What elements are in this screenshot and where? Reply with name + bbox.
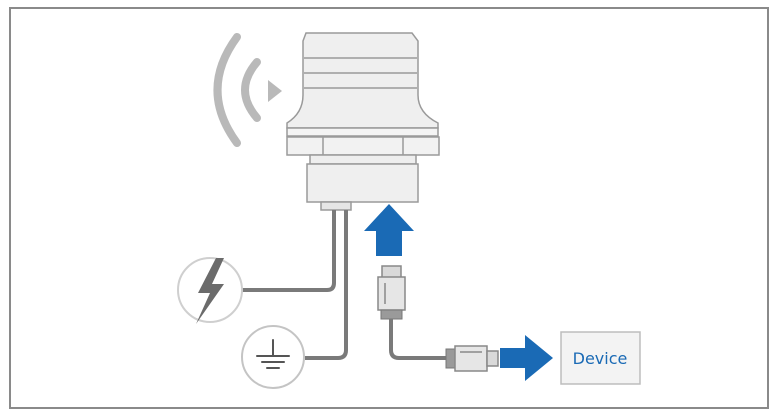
hplug-tip (486, 350, 499, 367)
antenna-dome (286, 32, 439, 129)
plug-body (377, 276, 406, 311)
network-plug-horizontal-icon (445, 345, 499, 372)
signal-source-dot (268, 80, 282, 102)
device-label: Device (573, 349, 628, 368)
lower-collar (309, 154, 417, 165)
cable-gland (320, 201, 352, 211)
lightning-bolt (196, 258, 224, 324)
plug-boot (380, 309, 403, 320)
hplug-boot (445, 348, 456, 369)
power-lightning-icon (177, 257, 243, 324)
arrow-right-icon (500, 335, 553, 381)
hplug-body (454, 345, 488, 372)
device-box-rect (560, 331, 641, 385)
mounting-nut (286, 136, 440, 156)
device-box: Device (560, 331, 641, 385)
plug-tip (381, 265, 402, 279)
ground-cable (305, 210, 348, 360)
signal-arc-inner (241, 58, 261, 122)
signal-arc-outer (213, 33, 241, 147)
device-base (306, 163, 419, 203)
wifi-signal-icon (213, 33, 282, 147)
arrow-up-icon (364, 204, 414, 256)
ground-symbol-icon (241, 325, 305, 389)
network-plug-icon (377, 265, 406, 320)
antenna-rim (286, 127, 439, 137)
network-cable (389, 319, 446, 360)
antenna-device (286, 32, 440, 211)
power-cable (242, 210, 336, 292)
